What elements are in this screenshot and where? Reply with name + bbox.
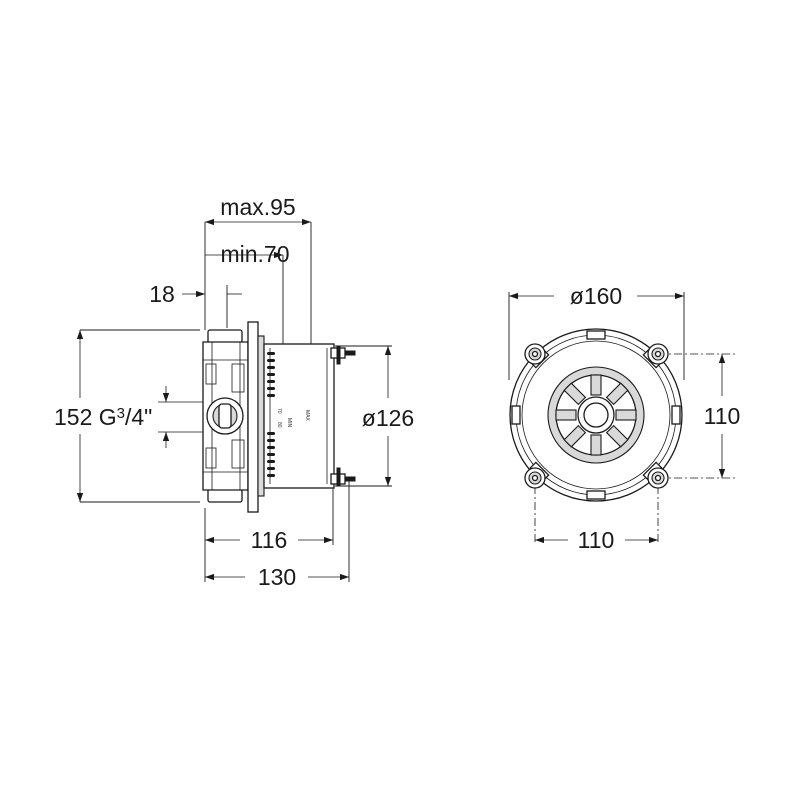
- mounting-flange: [247, 321, 265, 513]
- body-sleeve: [263, 343, 356, 489]
- scale-mark-min: MIN: [286, 418, 292, 428]
- overall-length-label: 130: [258, 564, 296, 590]
- hole-spacing-v-label: 110: [704, 403, 741, 429]
- front-view: ø160 110 110: [508, 283, 741, 553]
- front-hub: [547, 366, 645, 464]
- sleeve-grip-marks: [267, 352, 275, 477]
- body-diameter-label: ø126: [362, 405, 414, 431]
- body-length-label: 116: [251, 527, 288, 553]
- min-depth-label: min.70: [220, 241, 289, 267]
- side-view: max.95 min.70 18 152 G3/4" ø126 116 130: [54, 194, 414, 590]
- max-depth-label: max.95: [220, 194, 295, 220]
- height-thread-label: 152 G3/4": [54, 404, 152, 430]
- scale-mark-80: 80: [276, 422, 282, 428]
- scale-mark-70: 70: [276, 408, 282, 414]
- side-outlet-knob: [206, 397, 244, 435]
- scale-mark-max: MAX: [304, 410, 310, 422]
- flange-diameter-label: ø160: [570, 283, 622, 309]
- hole-spacing-h-label: 110: [578, 527, 615, 553]
- offset-label: 18: [149, 281, 175, 307]
- mounting-lugs: [524, 343, 669, 489]
